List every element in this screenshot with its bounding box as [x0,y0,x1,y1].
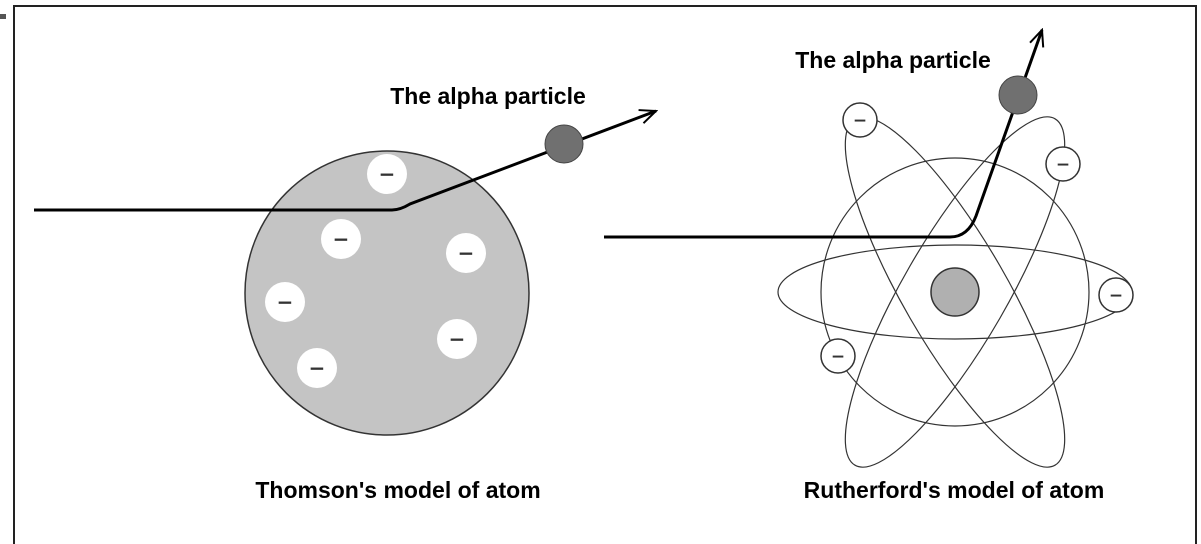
electron-sign: − [309,356,326,380]
electron-sign: − [458,241,475,265]
electron-sign: − [379,162,396,186]
rutherford-alpha-trajectory [604,29,1044,239]
rutherford-orbit [820,157,1090,427]
electron-icon: − [1098,277,1134,313]
rutherford-caption: Rutherford's model of atom [804,477,1105,503]
electron-icon: − [437,319,477,359]
thomson-model: − − − − − − [34,83,656,503]
electron-sign: − [853,111,867,131]
corner-mark [0,14,6,19]
electron-icon: − [842,102,878,138]
thomson-arrow-icon [640,111,656,117]
rutherford-orbit [844,116,1066,468]
electron-sign: − [449,327,466,351]
thomson-electrons: − − − − − − [265,154,486,388]
electron-icon: − [820,338,856,374]
rutherford-electrons: − − − − [820,102,1134,374]
rutherford-alpha-label: The alpha particle [795,47,991,73]
electron-sign: − [1056,155,1070,175]
electron-icon: − [265,282,305,322]
rutherford-alpha-particle [998,75,1038,115]
electron-icon: − [321,219,361,259]
thomson-alpha-particle [544,124,584,164]
rutherford-nucleus [930,267,980,317]
electron-icon: − [367,154,407,194]
electron-sign: − [277,290,294,314]
electron-sign: − [1109,286,1123,306]
electron-sign: − [831,347,845,367]
thomson-caption: Thomson's model of atom [255,477,540,503]
rutherford-model: − − − − The alpha particle Rutherford's … [604,29,1134,503]
thomson-alpha-trajectory [34,109,657,212]
electron-sign: − [333,227,350,251]
rutherford-arrow-icon [1037,30,1042,44]
thomson-alpha-label: The alpha particle [390,83,586,109]
electron-icon: − [297,348,337,388]
electron-icon: − [446,233,486,273]
electron-icon: − [1045,146,1081,182]
